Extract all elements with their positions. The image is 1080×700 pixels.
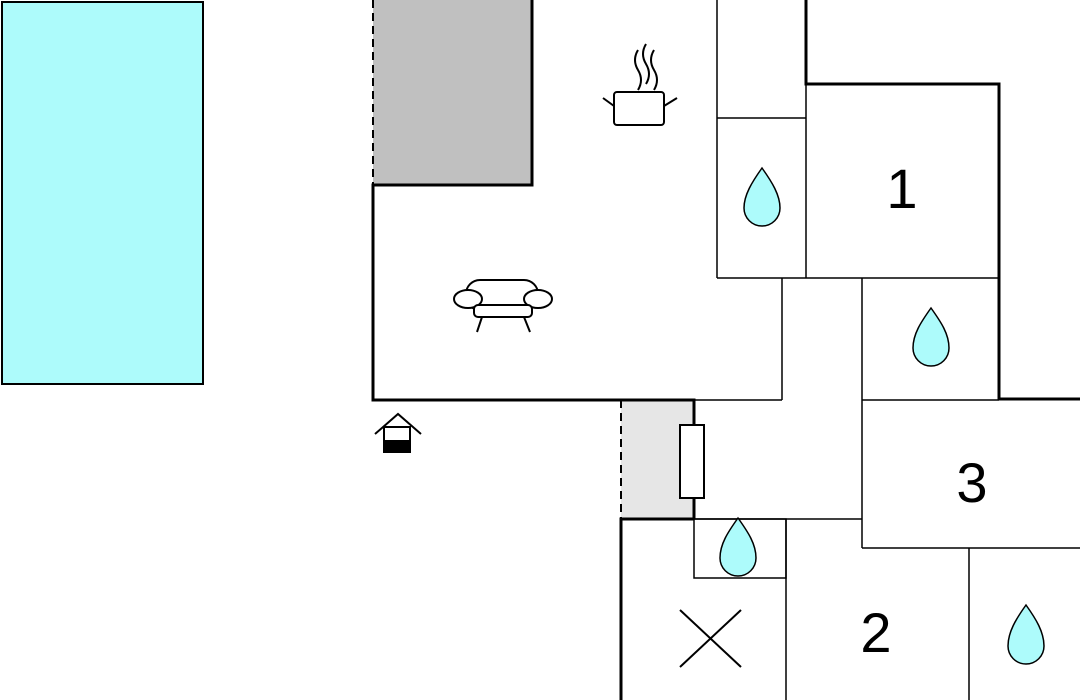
- living-area-walls: [371, 0, 696, 519]
- water-drop-icon: [719, 516, 757, 577]
- room-number-2: 2: [860, 601, 891, 664]
- terrace-dark: [373, 0, 532, 185]
- top-right-walls: [804, 0, 1080, 401]
- cooking-pot-icon: [602, 43, 678, 126]
- bottom-block-walls: [619, 517, 694, 700]
- water-drop-icon: [743, 166, 781, 227]
- water-drop-icon: [1007, 603, 1045, 665]
- cross-icon: [679, 609, 742, 668]
- sofa-icon: [453, 279, 553, 333]
- radiator-icon: [679, 424, 705, 499]
- water-drop-icon: [912, 306, 950, 367]
- pool: [1, 1, 204, 385]
- entrance-house-icon: [374, 412, 422, 453]
- room-number-3: 3: [956, 451, 987, 514]
- room-number-1: 1: [886, 157, 917, 220]
